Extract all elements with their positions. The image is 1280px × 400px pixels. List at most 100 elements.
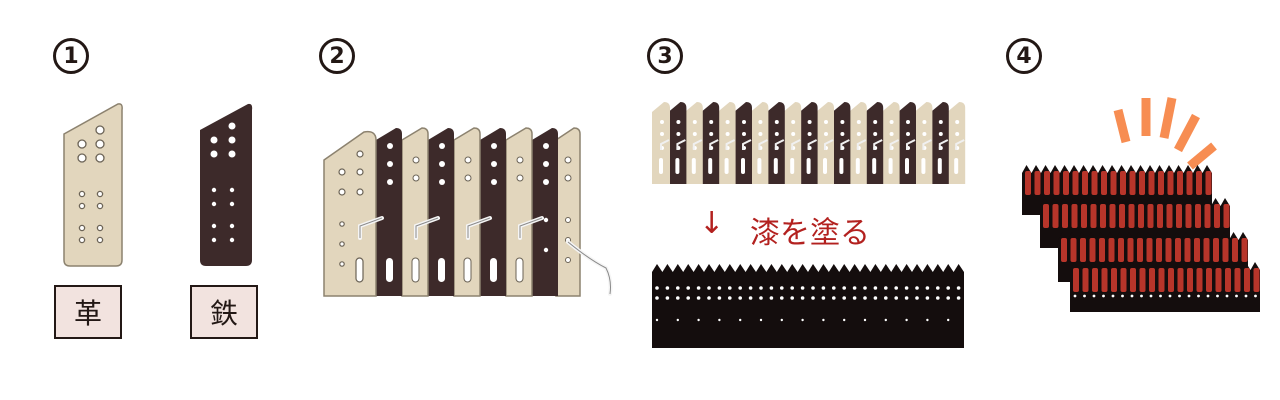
lacing-stripe — [1184, 238, 1191, 262]
lace-slot — [741, 158, 745, 174]
lacquer-body — [652, 264, 964, 348]
lacing-stripe — [1101, 171, 1107, 195]
step-number-1: 1 — [53, 38, 89, 74]
leather-label: 革 — [54, 285, 122, 339]
lacing-stripe — [1204, 204, 1211, 228]
lace-hole — [863, 296, 867, 300]
lace-hole — [811, 286, 815, 290]
lace-hole — [1121, 294, 1124, 298]
lace-hole — [759, 318, 763, 322]
lacing-stripe — [1205, 171, 1212, 195]
lace-cord — [758, 139, 768, 150]
lace-hole — [800, 296, 805, 300]
lace-hole — [873, 132, 878, 136]
lace-hole — [938, 120, 943, 124]
lace-hole — [801, 318, 804, 322]
lace-hole — [925, 296, 930, 300]
lace-hole — [1102, 294, 1105, 298]
lace-hole — [884, 296, 888, 300]
lace-hole — [696, 286, 701, 290]
lace-hole — [863, 286, 867, 290]
lacing-stripe — [1241, 238, 1248, 262]
lace-cord — [660, 139, 670, 150]
lace-hole — [873, 120, 878, 124]
lacing-stripe — [1139, 171, 1145, 195]
lace-hole — [769, 296, 774, 300]
lacing-stripe — [1073, 268, 1079, 292]
lacing-stripe — [1232, 238, 1238, 262]
lace-hole — [894, 296, 898, 300]
lace-hole — [938, 132, 943, 136]
lace-cord — [889, 139, 900, 150]
lace-hole — [1197, 294, 1200, 298]
lace-cord — [856, 139, 867, 150]
lace-hole — [824, 132, 828, 136]
lace-hole — [780, 318, 783, 322]
lace-hole — [707, 296, 711, 300]
lace-cord — [824, 139, 834, 150]
lacing-stripe — [1091, 171, 1098, 195]
lace-hole — [686, 286, 690, 290]
lacing-stripe — [1063, 171, 1069, 195]
lacing-stripe — [1234, 268, 1241, 292]
lace-hole — [873, 286, 878, 290]
lacing-stripe — [1118, 238, 1124, 262]
lacing-stripe — [1167, 171, 1174, 195]
lace-hole — [856, 120, 861, 124]
lacing-stripe — [1119, 204, 1125, 228]
lacing-stripe — [1044, 171, 1050, 195]
lace-hole — [709, 132, 714, 136]
lace-hole — [791, 120, 796, 124]
lacing-stripe — [1244, 268, 1250, 292]
lace-hole — [856, 132, 861, 136]
armor-row — [1040, 198, 1230, 248]
lace-hole — [824, 120, 828, 124]
lacing-stripe — [1089, 238, 1096, 262]
lace-hole — [840, 120, 845, 124]
iron-plate — [200, 103, 253, 266]
lacing-stripe — [1225, 268, 1231, 292]
lacing-stripe — [1157, 204, 1163, 228]
lacing-stripe — [1203, 238, 1210, 262]
lace-hole — [725, 132, 730, 136]
lace-hole — [807, 120, 812, 124]
lace-slot — [921, 158, 926, 174]
lacing-stripe — [1120, 171, 1126, 195]
lacing-stripe — [1223, 204, 1230, 228]
lace-hole — [1130, 294, 1134, 298]
lace-hole — [676, 318, 679, 322]
shine-ray — [1159, 97, 1177, 139]
lace-hole — [660, 120, 664, 124]
lacing-stripe — [1034, 171, 1041, 195]
lace-hole — [832, 286, 836, 290]
lace-slot — [905, 158, 909, 174]
lacing-stripe — [1158, 268, 1165, 292]
lacing-stripe — [1110, 171, 1117, 195]
lace-hole — [665, 286, 670, 290]
lace-hole — [956, 286, 961, 290]
lace-hole — [821, 296, 826, 300]
lace-hole — [1092, 294, 1096, 298]
lace-hole — [1244, 294, 1248, 298]
lace-hole — [922, 132, 927, 136]
lace-hole — [904, 286, 909, 290]
lace-hole — [1225, 294, 1229, 298]
lacing-stripe — [1080, 238, 1086, 262]
lace-hole — [660, 132, 664, 136]
lacing-stripe — [1186, 171, 1193, 195]
lacing-stripe — [1071, 204, 1078, 228]
lace-hole — [873, 296, 878, 300]
lace-hole — [842, 286, 846, 290]
lace-slot — [954, 158, 959, 174]
lacing-stripe — [1108, 238, 1115, 262]
lace-hole — [906, 132, 910, 136]
lace-hole — [956, 296, 961, 300]
lace-slot — [790, 158, 795, 174]
lacing-stripe — [1128, 204, 1135, 228]
lace-hole — [665, 296, 670, 300]
lace-slot — [823, 158, 827, 174]
lace-cord — [938, 139, 949, 150]
step-number-2: 2 — [319, 38, 355, 74]
lace-hole — [821, 286, 826, 290]
lacing-stripe — [1139, 268, 1146, 292]
